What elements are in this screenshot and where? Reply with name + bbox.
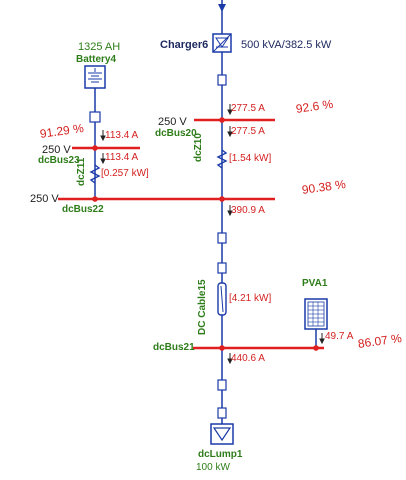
load-rating: 100 kW [196,462,230,473]
current-bus22-down: 390.9 A [231,205,265,216]
dc-lump-load-symbol[interactable] [210,423,234,445]
dc-cable-name: DC Cable15 [197,279,208,335]
dcZ10-loss: [1.54 kW] [229,153,272,164]
dcZ11-resistor[interactable] [89,164,101,184]
battery-breaker[interactable] [89,111,101,123]
charger-symbol[interactable] [212,33,232,53]
dcZ11-name: dcZ11 [76,157,87,186]
dcBus22-voltage: 250 V [30,193,59,205]
battery-symbol[interactable] [84,65,106,89]
dcBus22-name: dcBus22 [62,204,104,215]
breaker-2[interactable] [217,232,227,244]
breaker-1[interactable] [217,74,227,86]
dcBus20-name: dcBus20 [155,128,197,139]
current-arrows [100,104,325,365]
current-battery-branch: 113.4 A [105,130,139,141]
node-dot [219,117,225,123]
node-dot [92,196,98,202]
current-z11-in: 113.4 A [105,152,139,163]
current-bus21-down: 440.6 A [231,353,265,364]
current-z10-in: 277.5 A [231,126,265,137]
node-dot [219,196,225,202]
node-dot [92,145,98,151]
dcBus21-name: dcBus21 [153,342,195,353]
battery-name: Battery4 [76,54,117,65]
charger-input-arrow [218,4,226,12]
dcZ10-resistor[interactable] [216,149,228,169]
breaker-3[interactable] [217,262,227,274]
dcZ10-name: dcZ10 [193,133,204,162]
battery-capacity: 1325 AH [78,41,121,53]
dc-cable-symbol[interactable] [217,282,227,316]
dcBus20-voltage: 250 V [158,116,187,128]
load-name: dcLump1 [198,449,243,460]
dcZ11-loss: [0.257 kW] [101,168,149,179]
dcBus23-name: dcBus23 [38,155,80,166]
dcBus23-voltage: 250 V [42,144,71,156]
charger-name: Charger6 [160,39,209,51]
node-dot [219,345,225,351]
dc-cable-loss: [4.21 kW] [229,293,272,304]
breaker-5[interactable] [217,407,227,419]
current-pv: 49.7 A [325,331,354,342]
node-dot [313,345,319,351]
pv-name: PVA1 [302,278,328,289]
breaker-4[interactable] [217,379,227,391]
current-charger-out: 277.5 A [231,103,265,114]
pv-array-symbol[interactable] [304,298,328,330]
charger-rating: 500 kVA/382.5 kW [241,39,332,51]
